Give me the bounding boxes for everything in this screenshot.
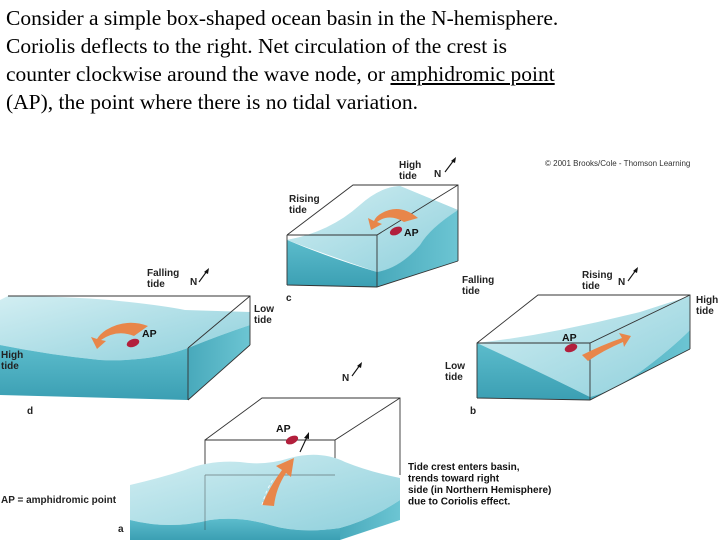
panel-c-ap-dot	[389, 226, 403, 236]
panel-a-water-front	[130, 518, 340, 540]
panel-d-letter: d	[27, 406, 33, 417]
panel-b-ap-label: AP	[562, 332, 577, 344]
panel-a-letter: a	[118, 524, 124, 535]
panel-c-rotation-arrow	[368, 209, 418, 230]
panel-c-ap-label: AP	[404, 227, 419, 239]
panel-a-water-side	[340, 500, 400, 540]
panel-c-letter: c	[286, 293, 292, 304]
copyright-notice: © 2001 Brooks/Cole - Thomson Learning	[545, 159, 690, 168]
panel-a: AP a Tide crest enters basin, trends tow…	[118, 362, 554, 540]
north-label: N	[618, 277, 625, 288]
intro-text-part: (AP), the point where there is no tidal …	[6, 90, 418, 114]
panel-d-water-front	[0, 345, 188, 400]
panel-a-crest-arrow	[262, 458, 294, 506]
north-label: N	[190, 277, 197, 288]
panel-d-north-arrow: N	[190, 268, 209, 288]
panel-d-water-side	[188, 325, 250, 400]
panel-d-rotation-arrow	[91, 322, 148, 349]
panel-a-ap-label: AP	[276, 423, 291, 435]
panel-b-north-arrow: N	[618, 267, 638, 288]
panel-c-water-side	[377, 210, 458, 287]
panel-a-north-arrow: N	[342, 362, 362, 384]
panel-b-water-front	[477, 343, 590, 400]
north-label: N	[434, 169, 441, 180]
panel-a-ap-dot	[285, 435, 299, 445]
ap-legend: AP = amphidromic point	[1, 495, 117, 506]
panel-b-rotation-arrow	[582, 333, 631, 361]
panel-b-letter: b	[470, 406, 476, 417]
panel-d-ap-dot	[126, 338, 140, 348]
panel-a-explanation-note: Tide crest enters basin, trends toward r…	[408, 462, 554, 508]
panel-b-ap-dot	[564, 343, 578, 353]
panel-b-water-surface	[477, 296, 690, 397]
intro-text-part: Consider a simple box-shaped ocean basin…	[6, 6, 559, 86]
panel-c-north-arrow: N	[434, 157, 456, 180]
intro-text: Consider a simple box-shaped ocean basin…	[6, 4, 566, 116]
panel-a-water-surface	[130, 454, 400, 531]
panel-d-ap-label: AP	[142, 328, 157, 340]
north-label: N	[342, 373, 349, 384]
panel-c-water-front	[287, 240, 377, 287]
amphidromic-point-term: amphidromic point	[390, 62, 555, 86]
